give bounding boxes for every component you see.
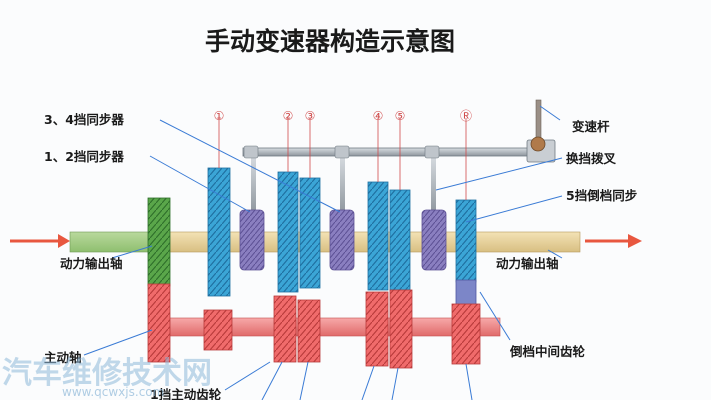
gear-number-2: ② xyxy=(283,109,294,123)
counter-shaft xyxy=(149,317,501,337)
shift-lever-knob xyxy=(530,136,546,152)
input-arrow-head xyxy=(58,234,70,248)
counter-drive-gear xyxy=(147,283,171,363)
sync-3-4 xyxy=(329,209,355,271)
gear-r-upper xyxy=(455,199,477,283)
fork-collar-2 xyxy=(334,145,350,159)
label-drive-shaft: 主动轴 xyxy=(44,350,82,365)
sync-5-r xyxy=(421,209,447,271)
watermark-text: 汽车维修技术网 xyxy=(2,356,212,391)
gear-number-markers: ① ② ③ ④ ⑤ Ⓡ xyxy=(214,109,472,200)
gear-4-upper xyxy=(367,181,389,291)
fork-collar-1 xyxy=(243,145,259,159)
output-arrow-head xyxy=(628,234,642,248)
gear-4-lower xyxy=(365,291,389,367)
label-input-shaft: 动力输出轴 xyxy=(60,256,123,271)
label-output-shaft: 动力输出轴 xyxy=(496,256,559,271)
leader-lines xyxy=(83,105,563,400)
label-shift-lever: 变速杆 xyxy=(572,119,610,134)
watermark-url: www.qcwxjs.com xyxy=(62,385,164,399)
reverse-idler-block xyxy=(455,279,477,307)
drive-gear-green xyxy=(147,197,171,287)
gear-number-5: ⑤ xyxy=(395,109,406,123)
shift-fork-3-4 xyxy=(340,154,345,214)
label-shift-fork: 换挡拨叉 xyxy=(566,151,617,166)
gear-r-lower xyxy=(451,303,481,365)
gear-number-r: Ⓡ xyxy=(460,109,472,123)
diagram-title: 手动变速器构造示意图 xyxy=(205,27,455,56)
input-shaft xyxy=(69,231,153,253)
gear-5-lower xyxy=(389,289,413,369)
gear-number-4: ④ xyxy=(373,109,384,123)
label-sync-3-4: 3、4挡同步器 xyxy=(44,112,124,127)
gear-1-lower xyxy=(203,309,233,351)
fork-collar-3 xyxy=(424,145,440,159)
label-reverse-idler: 倒档中间齿轮 xyxy=(509,344,586,359)
gear-1-upper xyxy=(207,167,231,297)
label-gear-1-drive: 1挡主动齿轮 xyxy=(150,387,222,400)
gear-3-upper xyxy=(299,177,321,289)
label-sync-1-2: 1、2挡同步器 xyxy=(44,149,124,164)
shift-fork-1-2 xyxy=(251,154,256,214)
label-sync-5-r: 5挡倒档同步 xyxy=(566,188,637,203)
gear-number-3: ③ xyxy=(305,109,316,123)
gear-2-upper xyxy=(277,171,299,293)
sync-1-2 xyxy=(239,209,265,271)
gear-number-1: ① xyxy=(214,109,225,123)
gear-3-lower xyxy=(297,299,321,363)
shift-fork-5-r xyxy=(431,154,436,214)
gear-2-lower xyxy=(273,295,297,363)
gear-5-upper xyxy=(389,189,411,291)
